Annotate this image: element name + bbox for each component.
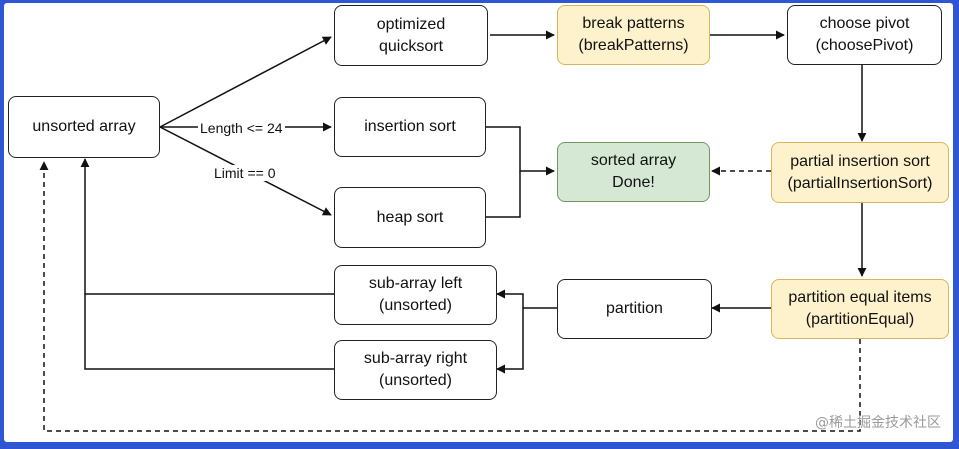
node-sub-array-right-line2: (unsorted) (379, 372, 452, 389)
node-sub-array-right[interactable]: sub-array right (unsorted) (334, 340, 497, 400)
node-break-patterns[interactable]: break patterns (breakPatterns) (557, 5, 710, 65)
node-sorted-array[interactable]: sorted array Done! (557, 142, 710, 202)
node-choose-pivot-line1: choose pivot (819, 15, 910, 32)
node-insertion-sort[interactable]: insertion sort (334, 97, 486, 157)
node-heap-sort[interactable]: heap sort (334, 187, 486, 248)
node-optimized-quicksort-line1: optimized (376, 15, 446, 33)
edge-partition-equal-to-unsorted-dashed (39, 161, 861, 432)
node-partition[interactable]: partition (557, 279, 712, 339)
diagram-canvas: Length <= 24 Limit == 0 unsorted array o… (4, 3, 953, 442)
node-sorted-array-line2: Done! (612, 174, 655, 191)
node-partial-insertion-sort-line2: (partialInsertionSort) (787, 174, 933, 192)
node-sub-array-right-line1: sub-array right (363, 350, 468, 367)
node-optimized-quicksort[interactable]: optimized quicksort (334, 5, 488, 66)
edge-insertion-to-sorted (486, 126, 555, 176)
node-choose-pivot-line2: (choosePivot) (815, 37, 914, 54)
node-sorted-array-line1: sorted array (590, 152, 677, 169)
node-unsorted-array-label: unsorted array (32, 118, 136, 135)
node-sub-array-left-line2: (unsorted) (379, 297, 452, 314)
node-partial-insertion-sort[interactable]: partial insertion sort (partialInsertion… (771, 142, 949, 203)
edge-label-limit: Limit == 0 (212, 165, 278, 181)
edge-left-to-unsorted (80, 158, 334, 295)
node-partition-equal-items[interactable]: partition equal items (partitionEqual) (771, 279, 949, 339)
edge-partition-to-left (496, 289, 557, 309)
node-partition-label: partition (606, 300, 663, 317)
node-partition-equal-items-line2: (partitionEqual) (805, 311, 915, 328)
node-heap-sort-label: heap sort (376, 208, 444, 226)
node-break-patterns-line2: (breakPatterns) (578, 37, 689, 54)
edges-layer (39, 30, 867, 432)
node-optimized-quicksort-line2: quicksort (378, 37, 444, 55)
node-partial-insertion-sort-line1: partial insertion sort (790, 152, 930, 170)
node-choose-pivot[interactable]: choose pivot (choosePivot) (787, 5, 942, 65)
edge-label-length: Length <= 24 (198, 120, 285, 136)
edge-unsorted-to-quicksort (159, 36, 332, 128)
edge-heap-to-sorted (486, 171, 521, 218)
node-break-patterns-line1: break patterns (582, 15, 685, 32)
edge-partition-to-right (496, 308, 524, 374)
watermark: @稀土掘金技术社区 (815, 415, 941, 431)
edge-right-to-unsorted (84, 294, 334, 370)
node-sub-array-left[interactable]: sub-array left (unsorted) (334, 265, 497, 325)
node-unsorted-array[interactable]: unsorted array (8, 96, 160, 158)
node-insertion-sort-label: insertion sort (364, 118, 456, 135)
node-sub-array-left-line1: sub-array left (368, 275, 463, 292)
node-partition-equal-items-line1: partition equal items (788, 289, 932, 306)
